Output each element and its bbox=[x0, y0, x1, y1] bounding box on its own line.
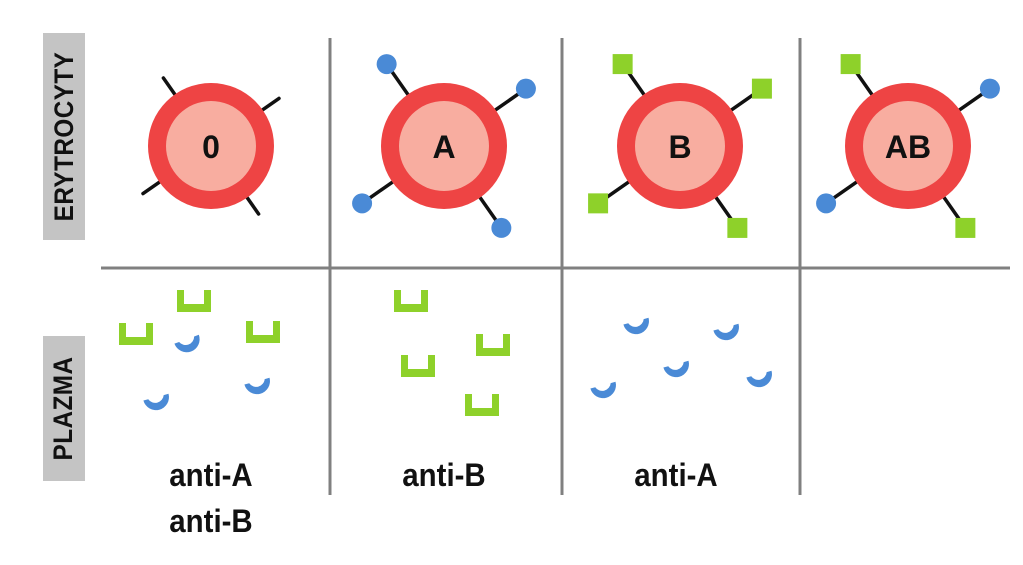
erythrocyte-2: A bbox=[352, 54, 536, 238]
antibody-anti-b-icon bbox=[401, 355, 435, 377]
antibody-anti-a-icon bbox=[143, 393, 169, 411]
plasma-antibodies-3 bbox=[590, 317, 772, 399]
blood-group-label: B bbox=[668, 129, 691, 165]
antigen-b-marker bbox=[588, 193, 609, 214]
erythrocyte-3: B bbox=[588, 54, 772, 238]
antibody-anti-a-icon bbox=[746, 370, 772, 388]
erythrocytes-row-label: ERYTROCYTY bbox=[43, 33, 85, 240]
antibody-label: anti-A bbox=[169, 457, 252, 493]
blood-group-label: 0 bbox=[202, 129, 220, 165]
antigen-a-marker bbox=[515, 78, 536, 99]
plasma-row-label: PLAZMA bbox=[43, 336, 85, 481]
antibody-anti-a-icon bbox=[713, 323, 739, 341]
cell-core bbox=[166, 101, 256, 191]
antibody-label: anti-A bbox=[634, 457, 717, 493]
antibody-anti-b-icon bbox=[119, 323, 153, 345]
antibody-anti-b-icon bbox=[177, 290, 211, 312]
antigen-a-marker bbox=[816, 193, 837, 214]
antigen-a-marker bbox=[979, 78, 1000, 99]
blood-group-label: A bbox=[432, 129, 455, 165]
cell-core bbox=[399, 101, 489, 191]
antigen-a-marker bbox=[376, 54, 397, 75]
antibody-anti-a-icon bbox=[244, 377, 270, 395]
antibody-label: anti-B bbox=[402, 457, 485, 493]
erythrocyte-1: 0 bbox=[141, 76, 281, 216]
antigen-a-marker bbox=[352, 193, 373, 214]
antigen-b-marker bbox=[751, 78, 772, 99]
antibody-anti-a-icon bbox=[174, 334, 200, 353]
antigen-b-marker bbox=[955, 217, 976, 238]
antigen-b-marker bbox=[840, 54, 861, 75]
antibody-anti-a-icon bbox=[623, 317, 649, 335]
antigen-a-marker bbox=[491, 217, 512, 238]
antibody-anti-b-icon bbox=[465, 394, 499, 416]
grid bbox=[101, 38, 1010, 495]
blood-group-label: AB bbox=[885, 129, 931, 165]
antigen-b-marker bbox=[612, 54, 633, 75]
antibody-anti-b-icon bbox=[394, 290, 428, 312]
antibody-anti-a-icon bbox=[590, 381, 616, 399]
cell-core bbox=[635, 101, 725, 191]
plasma-antibodies-1 bbox=[119, 290, 280, 411]
cell-core bbox=[863, 101, 953, 191]
erythrocyte-4: AB bbox=[816, 54, 1000, 238]
antibody-anti-a-icon bbox=[663, 360, 689, 378]
antibody-anti-b-icon bbox=[246, 321, 280, 343]
antibody-anti-b-icon bbox=[476, 334, 510, 356]
plasma-antibodies-2 bbox=[394, 290, 510, 416]
antigen-b-marker bbox=[727, 217, 748, 238]
antibody-label: anti-B bbox=[169, 503, 252, 539]
